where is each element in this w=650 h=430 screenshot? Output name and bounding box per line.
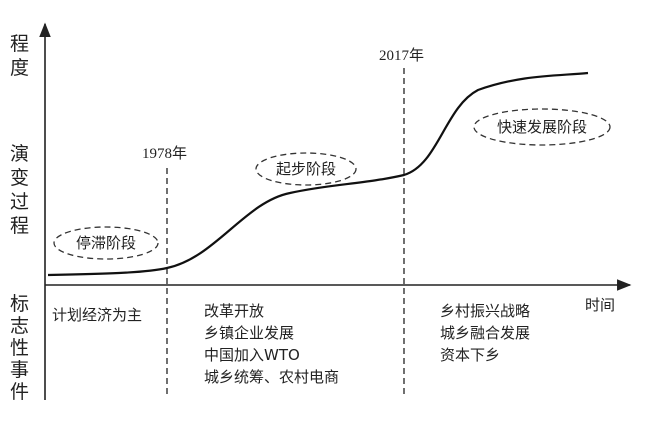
stage-rapid-ellipse (473, 108, 611, 146)
y-title-char-4: 程 (10, 215, 29, 237)
x-axis-label: 时间 (585, 296, 615, 314)
year-2017-label: 2017年 (379, 47, 424, 64)
y-axis-label-char-2: 度 (10, 57, 29, 79)
row-label-char-5: 件 (10, 381, 29, 403)
event-p2-item-4: 城乡统筹、农村电商 (204, 368, 339, 386)
y-title-char-1: 演 (10, 143, 29, 165)
event-p1-item-1: 计划经济为主 (52, 306, 142, 324)
stage-start-label: 起步阶段 (276, 160, 336, 178)
y-title-char-3: 过 (10, 191, 29, 213)
event-p3-item-1: 乡村振兴战略 (440, 302, 530, 320)
stage-start-ellipse (255, 152, 357, 186)
event-p2-item-1: 改革开放 (204, 302, 264, 320)
row-label-char-1: 标 (10, 293, 29, 315)
y-axis-label-char-1: 程 (10, 33, 29, 55)
year-1978-label: 1978年 (142, 145, 187, 162)
stage-rapid-label: 快速发展阶段 (497, 118, 587, 136)
y-title-char-2: 变 (10, 167, 29, 189)
event-p2-item-2: 乡镇企业发展 (204, 324, 294, 342)
row-label-char-2: 志 (10, 315, 29, 337)
evolution-curve (47, 71, 589, 277)
event-p2-item-3: 中国加入WTO (204, 346, 300, 364)
row-label-char-4: 事 (10, 359, 29, 381)
stage-stagnation-label: 停滞阶段 (76, 234, 136, 252)
event-p3-item-2: 城乡融合发展 (440, 324, 530, 342)
row-label-char-3: 性 (10, 337, 29, 359)
stage-stagnation-ellipse (53, 226, 159, 260)
event-p3-item-3: 资本下乡 (440, 346, 500, 364)
